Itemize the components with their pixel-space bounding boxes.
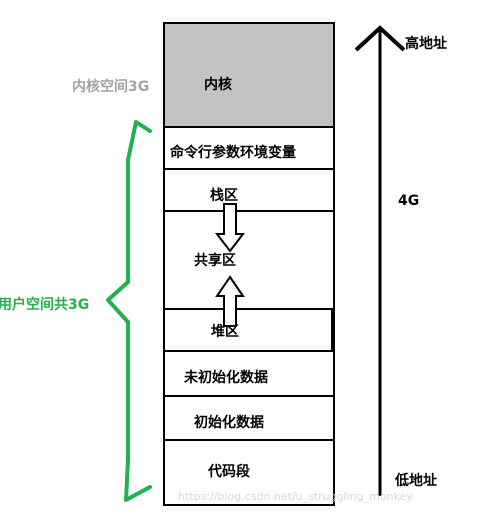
shared-label: 共享区 — [194, 253, 236, 269]
stack-segment — [163, 168, 335, 212]
high-address-label: 高地址 — [405, 36, 447, 52]
code-label: 代码段 — [208, 464, 250, 480]
user-space-label: 用户空间共3G — [0, 297, 90, 313]
address-arrow-head — [354, 25, 406, 52]
total-size-label: 4G — [398, 193, 420, 209]
stack-growth-arrow — [214, 203, 246, 253]
kernel-label: 内核 — [204, 77, 232, 93]
stack-label: 栈区 — [210, 188, 238, 204]
heap-growth-arrow — [215, 275, 245, 327]
bss-label: 未初始化数据 — [184, 370, 268, 386]
watermark-text: https://blog.csdn.net/u_struggling_monke… — [178, 490, 413, 503]
heap-segment — [163, 308, 333, 352]
cmdline-env-label: 命令行参数环境变量 — [170, 145, 296, 161]
low-address-label: 低地址 — [395, 473, 437, 489]
heap-label: 堆区 — [211, 324, 239, 340]
data-label: 初始化数据 — [194, 415, 264, 431]
user-space-brace — [106, 120, 152, 502]
data-segment — [163, 395, 335, 441]
kernel-space-label: 内核空间3G — [72, 79, 150, 95]
